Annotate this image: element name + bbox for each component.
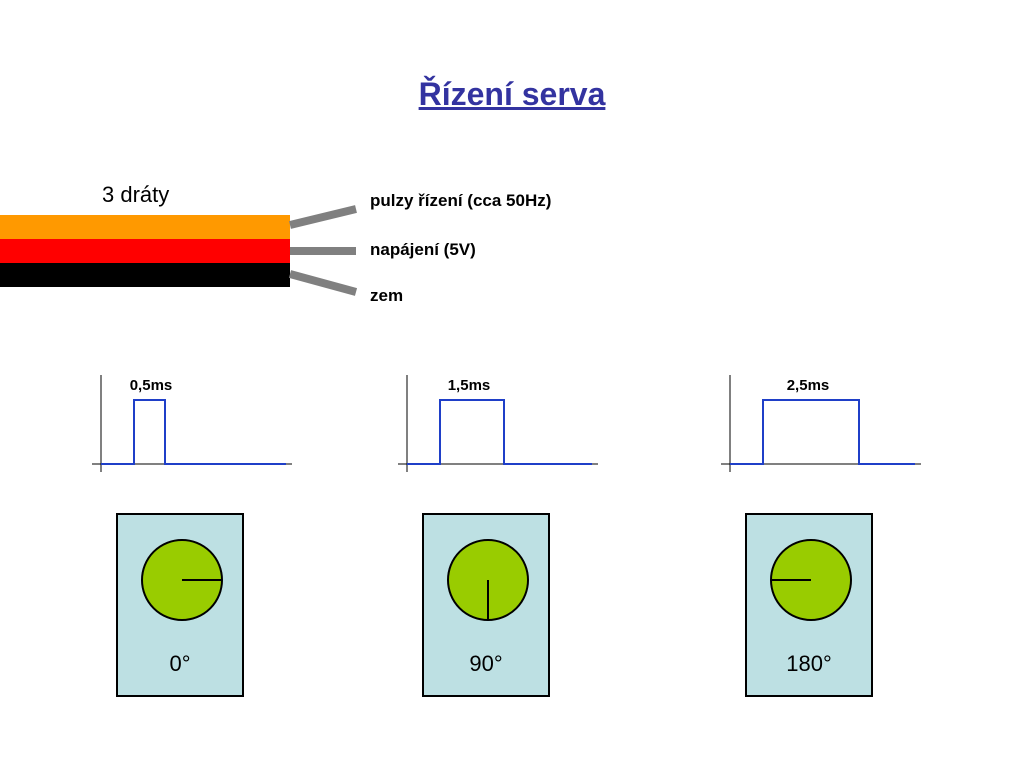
pulse-waveform [407, 399, 592, 465]
pulse-label-2: 1,5ms [447, 377, 491, 394]
servo-dial [141, 539, 223, 621]
pulse-label-3: 2,5ms [786, 377, 830, 394]
servo-box-1: 0° [116, 513, 244, 697]
lead-ground [288, 270, 358, 296]
servo-dial [447, 539, 529, 621]
wire-signal [0, 215, 290, 239]
servo-dial [770, 539, 852, 621]
pulse-graph-2 [398, 375, 598, 472]
wire-label-ground: zem [370, 286, 404, 305]
pulse-graph-1 [92, 375, 292, 472]
lead-signal [289, 205, 357, 229]
wire-ground [0, 263, 290, 287]
pulse-label-1: 0,5ms [129, 377, 173, 394]
servo-angle-label: 180° [786, 651, 832, 676]
servo-angle-label: 90° [469, 651, 503, 676]
page-title: Řízení serva [418, 76, 606, 112]
wire-label-power: napájení (5V) [370, 240, 476, 259]
wire-power [0, 239, 290, 263]
pulse-waveform [101, 399, 286, 465]
wires-heading: 3 dráty [102, 182, 170, 207]
servo-angle-label: 0° [169, 651, 191, 676]
pulse-waveform [730, 399, 915, 465]
pulse-graph-3 [721, 375, 921, 472]
servo-box-3: 180° [745, 513, 873, 697]
wire-label-signal: pulzy řízení (cca 50Hz) [370, 191, 552, 210]
servo-box-2: 90° [422, 513, 550, 697]
